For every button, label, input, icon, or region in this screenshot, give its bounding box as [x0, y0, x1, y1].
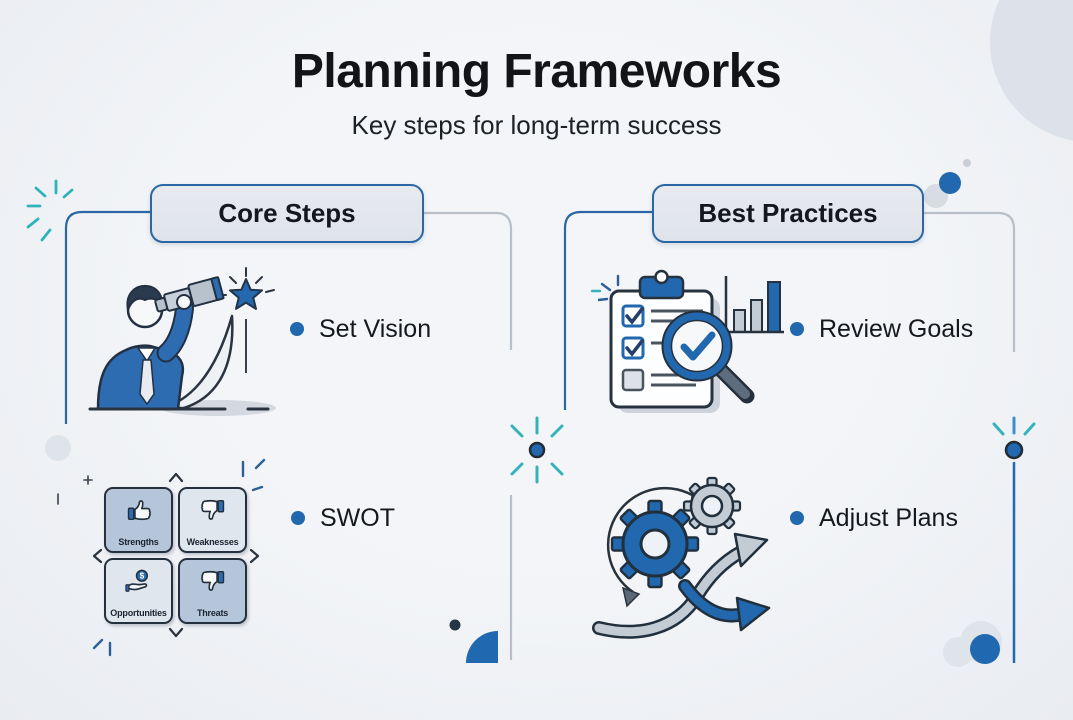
swot-cell-opportunities: $ Opportunities	[104, 558, 173, 624]
person-figure	[96, 276, 225, 411]
corner-circle-decoration	[990, 0, 1073, 141]
swot-chevron-arrows	[92, 472, 260, 638]
core-steps-header-label: Core Steps	[218, 198, 356, 228]
swot-label-weaknesses: Weaknesses	[186, 537, 239, 547]
gray-gear-icon	[682, 476, 742, 536]
branching-arrows	[592, 532, 771, 639]
swoosh-shape	[158, 314, 234, 410]
mini-sparkle	[598, 274, 620, 302]
core-bracket-left-line	[64, 210, 152, 424]
best-practices-header-label: Best Practices	[698, 198, 878, 228]
swot-cell-weaknesses: Weaknesses	[178, 487, 247, 553]
checklist-magnifier-barchart-illustration	[598, 269, 784, 413]
page-subtitle: Key steps for long-term success	[351, 110, 722, 140]
person-telescope-star-illustration	[88, 267, 276, 416]
bullet-icon	[290, 322, 304, 336]
bullet-icon	[790, 511, 804, 525]
center-sparkle-icon	[510, 289, 602, 484]
core-steps-header: Core Steps	[150, 184, 424, 243]
left-circle-sparkle-decoration	[45, 435, 93, 505]
bottom-center-decoration	[449, 619, 498, 663]
swot-label-strengths: Strengths	[118, 537, 159, 547]
bar-chart-icon	[724, 276, 784, 334]
bullet-icon	[790, 322, 804, 336]
swot-label-opportunities: Opportunities	[110, 608, 167, 618]
list-item-adjust-plans: Adjust Plans	[790, 502, 958, 534]
gears-branching-arrows-illustration	[592, 476, 771, 639]
hand-coin-icon: $	[124, 569, 148, 592]
swot-cell-strengths: Strengths	[104, 487, 173, 553]
swot-label-threats: Threats	[196, 608, 229, 618]
swot-corner-sparkles	[92, 458, 266, 657]
item-label: SWOT	[320, 503, 395, 532]
starburst-icon	[26, 179, 74, 242]
list-item-review-goals: Review Goals	[790, 313, 973, 345]
bullet-icon	[291, 511, 305, 525]
thumbs-down-icon	[200, 570, 224, 591]
best-bracket-right-upper-line	[919, 211, 1016, 352]
item-label: Set Vision	[319, 314, 432, 343]
dots-cluster-decoration	[924, 159, 971, 208]
swot-cell-threats: Threats	[178, 558, 247, 624]
page-title: Planning Frameworks	[291, 45, 782, 98]
item-label: Adjust Plans	[819, 503, 958, 532]
right-sparkle-icon	[992, 416, 1036, 460]
best-practices-header: Best Practices	[652, 184, 924, 243]
item-label: Review Goals	[819, 314, 974, 343]
best-bracket-left-line	[563, 210, 652, 410]
swot-grid-illustration: Strengths Weaknesses $ Opportunities	[104, 487, 247, 624]
thumbs-down-icon	[200, 499, 224, 520]
list-item-set-vision: Set Vision	[290, 313, 431, 345]
core-bracket-right-upper-line	[420, 211, 513, 350]
bottom-right-decoration	[943, 621, 1002, 667]
blue-gear-icon	[610, 499, 700, 589]
coin-symbol: $	[139, 572, 144, 581]
list-item-swot: SWOT	[291, 502, 395, 534]
thumbs-up-icon	[127, 500, 151, 521]
star-icon	[217, 267, 275, 373]
magnifier-check-icon	[661, 310, 755, 404]
